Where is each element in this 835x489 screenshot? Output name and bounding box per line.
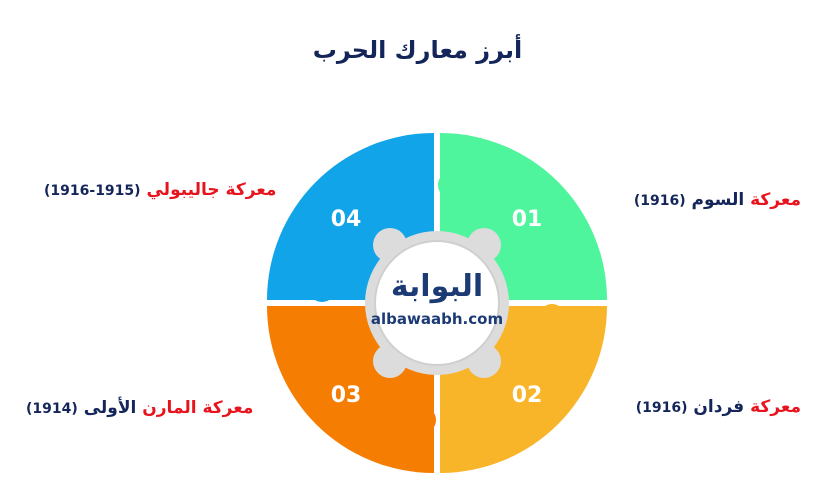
puzzle-tab <box>408 406 436 434</box>
puzzle-tab <box>308 274 336 302</box>
piece-number: 03 <box>331 383 362 408</box>
label-battle-3: معركة المارن الأولى (1914) <box>26 398 254 418</box>
label-battle-4: معركة جاليبولي (1915-1916) <box>44 180 277 200</box>
page-title: أبرز معارك الحرب <box>312 36 523 64</box>
piece-number: 04 <box>331 207 362 232</box>
label-battle-1: معركة السوم (1916) <box>633 190 801 210</box>
piece-number: 01 <box>512 207 543 232</box>
center-logo: البوابة albawaabh.com <box>365 228 509 378</box>
piece-number: 02 <box>512 383 543 408</box>
puzzle-tab <box>538 304 566 332</box>
logo-arabic: البوابة <box>391 269 483 304</box>
label-battle-2: معركة فردان (1916) <box>635 397 801 417</box>
logo-latin: albawaabh.com <box>371 310 503 328</box>
puzzle-tab <box>438 171 466 199</box>
